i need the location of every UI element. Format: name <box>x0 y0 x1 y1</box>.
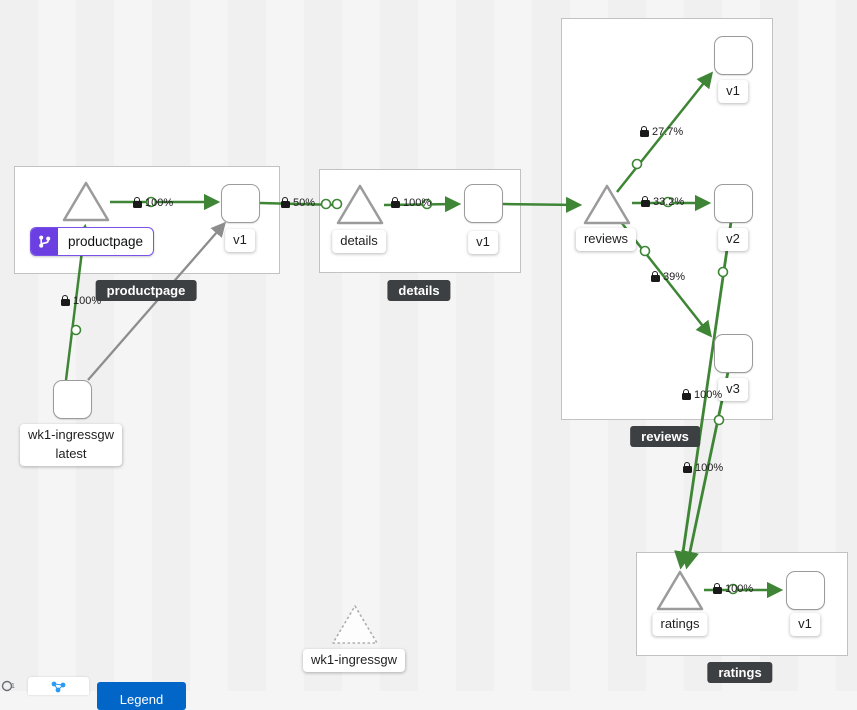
edge-reviews-to-v1[interactable] <box>616 71 714 193</box>
edge-label-reviews-v2[interactable]: 33.2% <box>641 196 684 208</box>
mtls-lock-icon <box>133 197 142 208</box>
mtls-lock-icon <box>61 295 70 306</box>
node-label-reviews-v3: v3 <box>718 378 748 401</box>
edge-label-reviews-v1[interactable]: 27.7% <box>640 126 683 138</box>
edge-label-reviews-v3[interactable]: 39% <box>651 271 685 283</box>
edge-v1-to-reviews[interactable] <box>502 196 583 213</box>
workload-node-ingressgw[interactable] <box>53 380 92 419</box>
edge-percentage: 100% <box>403 197 432 209</box>
node-label-details-v1: v1 <box>468 231 498 254</box>
legend-button[interactable]: Legend <box>97 682 186 710</box>
graph-layout-icon <box>51 681 65 693</box>
workload-node-reviews-v2[interactable] <box>714 184 753 223</box>
node-label-reviews-v2: v2 <box>718 228 748 251</box>
node-label-reviews: reviews <box>575 228 637 251</box>
group-badge-details: details <box>387 280 451 301</box>
edge-percentage: 100% <box>694 389 723 401</box>
edge-label-v1-details[interactable]: 50% <box>281 197 315 209</box>
edge-percentage: 100% <box>725 583 754 595</box>
mtls-lock-icon <box>391 197 400 208</box>
edge-label-details-v1[interactable]: 100% <box>391 197 431 209</box>
edge-v3-to-ratings[interactable] <box>681 371 730 570</box>
edge-percentage: 39% <box>663 271 686 283</box>
svg-text:1: 1 <box>11 683 15 690</box>
edge-label-v2-ratings[interactable]: 100% <box>683 462 723 474</box>
edge-label-v3-ratings[interactable]: 100% <box>682 389 722 401</box>
app-badge-productpage[interactable]: productpage <box>30 227 155 256</box>
node-label-details: details <box>332 230 386 253</box>
edge-label-ratings-v1[interactable]: 100% <box>713 583 753 595</box>
mtls-lock-icon <box>640 126 649 137</box>
version-branch-icon <box>31 228 58 255</box>
service-node-idle-ingressgw[interactable] <box>330 603 380 647</box>
workload-node-reviews-v3[interactable] <box>714 334 753 373</box>
workload-node-productpage-v1[interactable] <box>221 184 260 223</box>
mtls-lock-icon <box>651 271 660 282</box>
node-label-productpage-v1: v1 <box>225 229 255 252</box>
group-badge-ratings: ratings <box>707 662 773 683</box>
node-label-ratings-v1: v1 <box>790 613 820 636</box>
service-node-details[interactable] <box>335 183 385 227</box>
workload-node-ratings-v1[interactable] <box>786 571 825 610</box>
node-label-ratings: ratings <box>652 613 708 636</box>
edge-label-ingress-productpage[interactable]: 100% <box>61 295 101 307</box>
mtls-lock-icon <box>641 196 650 207</box>
workload-node-details-v1[interactable] <box>464 184 503 223</box>
service-node-reviews[interactable] <box>582 183 632 227</box>
mtls-lock-icon <box>683 462 692 473</box>
app-badge-label: productpage <box>68 234 144 249</box>
edge-v2-to-ratings[interactable] <box>674 221 733 570</box>
edge-percentage: 33.2% <box>653 196 685 208</box>
edge-label-productpage-v1[interactable]: 100% <box>133 197 173 209</box>
graph-layout-button[interactable] <box>28 677 89 695</box>
edge-percentage: 50% <box>293 197 316 209</box>
service-node-ratings[interactable] <box>655 569 705 613</box>
mtls-lock-icon <box>682 389 691 400</box>
node-label-ingressgw: wk1-ingressgw latest <box>20 424 122 466</box>
group-badge-productpage: productpage <box>95 280 197 301</box>
edge-percentage: 27.7% <box>652 126 684 138</box>
ingressgw-name: wk1-ingressgw <box>28 427 114 442</box>
edge-percentage: 100% <box>73 295 102 307</box>
service-node-productpage[interactable] <box>61 180 111 224</box>
edge-ingress-to-productpage-v1[interactable] <box>87 221 226 381</box>
edge-percentage: 100% <box>695 462 724 474</box>
node-label-reviews-v1: v1 <box>718 80 748 103</box>
edge-traffic-dots <box>70 158 739 595</box>
workload-node-reviews-v1[interactable] <box>714 36 753 75</box>
group-badge-reviews: reviews <box>630 426 700 447</box>
mtls-lock-icon <box>713 583 722 594</box>
edge-percentage: 100% <box>145 197 174 209</box>
node-label-idle-ingressgw: wk1-ingressgw <box>303 649 405 672</box>
ingressgw-version: latest <box>55 445 87 461</box>
mtls-lock-icon <box>281 197 290 208</box>
